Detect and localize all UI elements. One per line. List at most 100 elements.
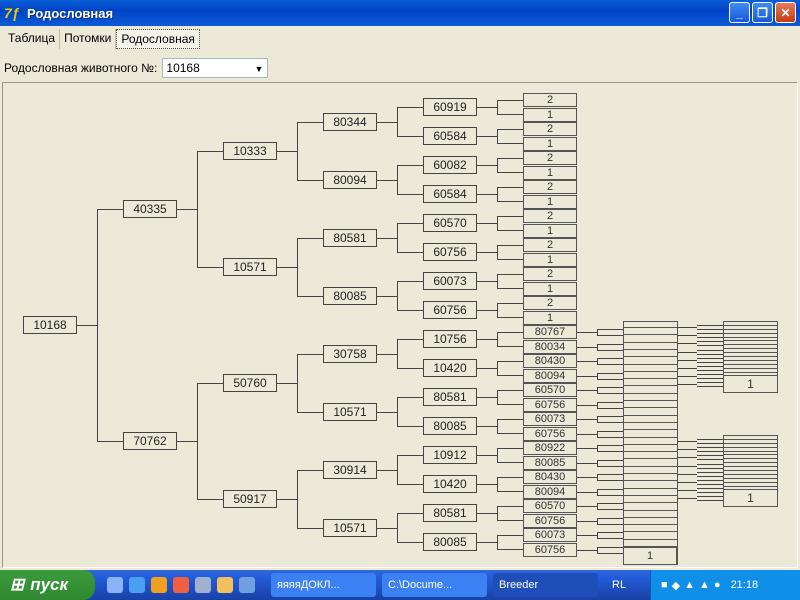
- gen5-cell[interactable]: 60570: [523, 383, 577, 397]
- warning-icon[interactable]: ▲: [684, 579, 696, 591]
- gen7-cell[interactable]: [724, 452, 777, 456]
- gen6-cell[interactable]: [623, 327, 677, 333]
- gen3-node[interactable]: 80085: [323, 286, 377, 305]
- gen7-cell[interactable]: [724, 341, 777, 346]
- gen1-node[interactable]: 70762: [123, 431, 177, 450]
- gen5-cell[interactable]: 80430: [523, 354, 577, 368]
- gen6-cell[interactable]: [623, 458, 677, 464]
- alert-icon[interactable]: ▲: [699, 579, 710, 591]
- update-icon[interactable]: ◆: [671, 579, 681, 592]
- gen4-node[interactable]: 60756: [423, 243, 477, 261]
- gen3-node[interactable]: 30914: [323, 460, 377, 479]
- gen6-cell[interactable]: [623, 473, 677, 479]
- gen7-cell[interactable]: [724, 467, 777, 472]
- gen6-cell[interactable]: [623, 480, 677, 486]
- gen2-node[interactable]: 50917: [223, 489, 277, 508]
- gen6-cell[interactable]: [623, 465, 677, 472]
- gen5-cell[interactable]: 1: [523, 310, 577, 325]
- gen6-cell[interactable]: [623, 363, 677, 370]
- gen7-cell[interactable]: [724, 487, 777, 491]
- gen4-node[interactable]: 60570: [423, 214, 477, 232]
- gen4-node[interactable]: 10420: [423, 359, 477, 377]
- gen6-cell[interactable]: [623, 385, 677, 391]
- gen5-cell[interactable]: 2: [523, 267, 577, 281]
- gen7-cell[interactable]: [724, 357, 777, 361]
- gen6-cell[interactable]: [623, 436, 677, 443]
- gen6-cell[interactable]: [623, 538, 677, 545]
- root-node[interactable]: 10168: [23, 315, 77, 334]
- start-button[interactable]: ⊞пуск: [0, 570, 95, 600]
- gen4-node[interactable]: 80581: [423, 504, 477, 522]
- gen4-node[interactable]: 60584: [423, 185, 477, 203]
- ie-icon[interactable]: [129, 577, 145, 593]
- gen5-cell[interactable]: 1: [523, 165, 577, 180]
- gen5-cell[interactable]: 1: [523, 281, 577, 296]
- gen6-cell[interactable]: [623, 421, 677, 428]
- gen7-cell[interactable]: [724, 322, 777, 326]
- gen3-node[interactable]: 80581: [323, 228, 377, 247]
- gen7-cell[interactable]: [724, 455, 777, 460]
- gen5-cell[interactable]: 60756: [523, 426, 577, 441]
- gen7-cell[interactable]: [724, 471, 777, 475]
- gen6-cell[interactable]: [623, 407, 677, 413]
- task-explorer[interactable]: C:\Docume...: [382, 573, 487, 597]
- gen5-cell[interactable]: 60073: [523, 412, 577, 426]
- gen2-node[interactable]: 10571: [223, 257, 277, 276]
- tab-descendants[interactable]: Потомки: [60, 29, 117, 49]
- gen5-cell[interactable]: 60756: [523, 513, 577, 528]
- gen6-cell[interactable]: [623, 429, 677, 435]
- animal-number-combobox[interactable]: 10168 ▼: [162, 58, 269, 78]
- gen4-node[interactable]: 10756: [423, 330, 477, 348]
- language-indicator[interactable]: RL: [612, 579, 627, 591]
- gen6-cell[interactable]: [623, 502, 677, 508]
- gen5-cell[interactable]: 60756: [523, 397, 577, 412]
- gen6-cell[interactable]: [623, 516, 677, 523]
- task-word-doc[interactable]: яяяяДОКЛ...: [271, 573, 376, 597]
- gen6-cell[interactable]: [623, 370, 677, 377]
- gen7-cell[interactable]: [724, 365, 777, 369]
- gen3-node[interactable]: 80344: [323, 112, 377, 131]
- gen2-node[interactable]: 50760: [223, 373, 277, 392]
- gen4-node[interactable]: 80085: [423, 417, 477, 435]
- gen5-cell[interactable]: 2: [523, 93, 577, 107]
- gen5-cell[interactable]: 1: [523, 223, 577, 238]
- gen6-cell[interactable]: [623, 356, 677, 362]
- gen5-cell[interactable]: 2: [523, 151, 577, 165]
- gen5-cell[interactable]: 2: [523, 180, 577, 194]
- gen7-cell[interactable]: [724, 330, 777, 334]
- gen5-cell[interactable]: 1: [523, 194, 577, 209]
- gen7-cell[interactable]: [724, 436, 777, 440]
- gen6-cell[interactable]: [623, 443, 677, 450]
- gen5-cell[interactable]: 60570: [523, 499, 577, 513]
- gen5-cell[interactable]: 2: [523, 122, 577, 136]
- gen5-cell[interactable]: 60073: [523, 528, 577, 542]
- gen6-cell[interactable]: [623, 400, 677, 406]
- gen5-cell[interactable]: 80094: [523, 368, 577, 383]
- gen7-cell[interactable]: [724, 345, 777, 350]
- gen5-cell[interactable]: 60756: [523, 542, 577, 557]
- gen5-cell[interactable]: 80922: [523, 441, 577, 455]
- gen4-node[interactable]: 60073: [423, 272, 477, 290]
- gen6-cell[interactable]: 1: [623, 547, 677, 565]
- calculator-icon[interactable]: [195, 577, 211, 593]
- gen4-node[interactable]: 80581: [423, 388, 477, 406]
- gen6-cell[interactable]: [623, 378, 677, 384]
- gen6-cell[interactable]: [623, 414, 677, 421]
- gen5-cell[interactable]: 1: [523, 252, 577, 267]
- gen6-cell[interactable]: [623, 509, 677, 516]
- gen1-node[interactable]: 40335: [123, 199, 177, 218]
- gen7-cell[interactable]: [724, 338, 777, 342]
- minimize-button[interactable]: _: [729, 2, 750, 23]
- gen5-cell[interactable]: 2: [523, 296, 577, 310]
- gen3-node[interactable]: 30758: [323, 344, 377, 363]
- gen4-node[interactable]: 60919: [423, 98, 477, 116]
- gen6-cell[interactable]: [623, 531, 677, 537]
- gen5-cell[interactable]: 80094: [523, 484, 577, 499]
- gen5-cell[interactable]: 80767: [523, 325, 577, 339]
- gen6-cell[interactable]: [623, 348, 677, 355]
- gen5-cell[interactable]: 80085: [523, 455, 577, 470]
- gen7-cell[interactable]: [724, 483, 777, 487]
- gen5-cell[interactable]: 2: [523, 209, 577, 223]
- gen5-cell[interactable]: 80034: [523, 339, 577, 354]
- gen4-node[interactable]: 10420: [423, 475, 477, 493]
